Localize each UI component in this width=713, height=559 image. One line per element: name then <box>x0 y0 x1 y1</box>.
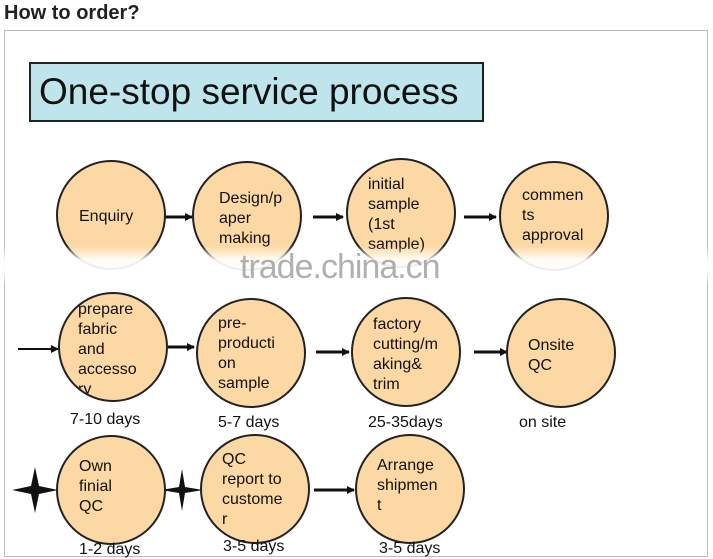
step-pre-production-sample: pre- producti on sample <box>196 298 306 408</box>
step-label: initial sample (1st sample) <box>368 176 425 253</box>
step-label: Own finial QC <box>79 458 112 515</box>
step-own-final-qc: Own finial QC <box>56 435 166 545</box>
step-label: Arrange shipmen t <box>377 457 438 514</box>
step-duration: 25-35days <box>368 414 443 431</box>
step-label: commen ts approval <box>522 187 584 244</box>
step-duration: 7-10 days <box>70 411 141 428</box>
step-duration: 1-2 days <box>79 541 141 558</box>
step-onsite-qc: Onsite QC <box>506 298 616 408</box>
step-duration: 3-5 days <box>379 540 441 557</box>
diagram-title: One-stop service process <box>29 62 484 122</box>
step-label: Design/p aper making <box>219 190 283 247</box>
step-duration: 5-7 days <box>218 414 280 431</box>
page-heading: How to order? <box>4 2 140 24</box>
step-label: prepare fabric and accesso ry <box>78 301 137 398</box>
step-duration: 3-5 days <box>223 538 285 555</box>
step-label: QC report to custome r <box>222 451 283 528</box>
step-label: Enquiry <box>79 208 134 225</box>
step-prepare-fabric: prepare fabric and accesso ry <box>58 292 168 402</box>
step-qc-report: QC report to custome r <box>200 434 310 544</box>
step-label: pre- producti on sample <box>218 315 275 392</box>
step-factory-cutting: factory cutting/m aking& trim <box>351 297 461 407</box>
step-duration: on site <box>519 414 567 431</box>
star-connector-1 <box>12 467 58 513</box>
star-connector-2 <box>161 469 203 511</box>
watermark-band <box>0 246 713 286</box>
watermark: trade.china.cn <box>240 248 441 286</box>
step-label: factory cutting/m aking& trim <box>373 316 438 393</box>
step-label: Onsite QC <box>528 337 575 374</box>
step-arrange-shipment: Arrange shipmen t <box>355 434 465 544</box>
